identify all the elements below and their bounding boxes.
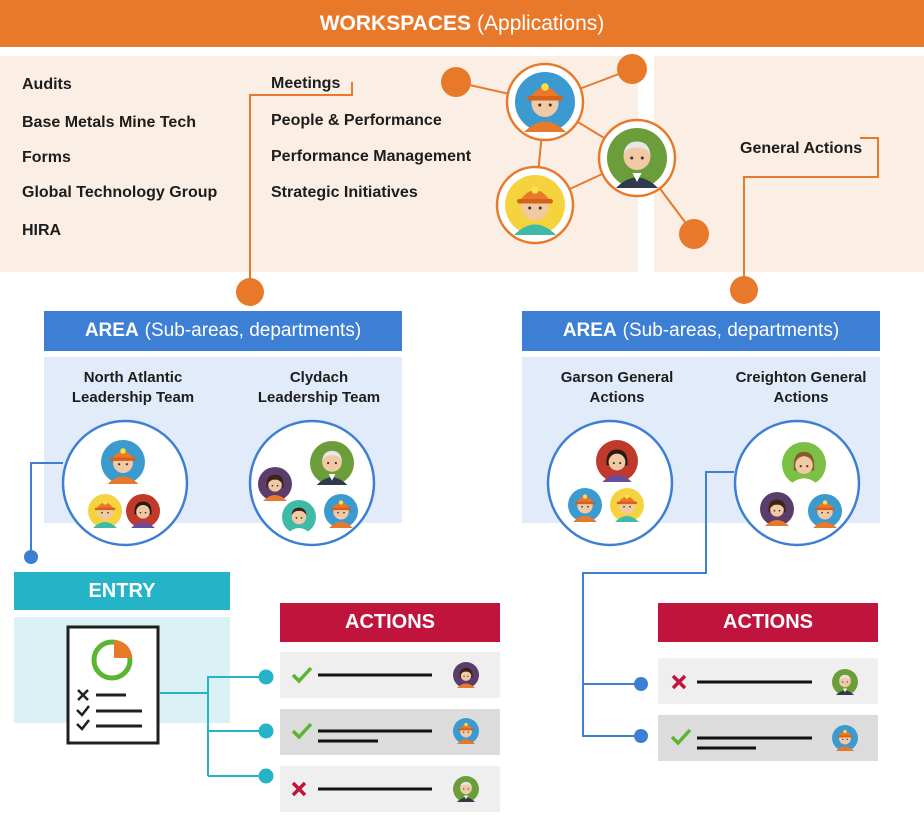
team-label: Creighton General Actions bbox=[735, 369, 867, 406]
team-circle-creighton bbox=[733, 419, 861, 547]
miner-avatar bbox=[88, 494, 122, 528]
miner-avatar bbox=[324, 494, 358, 528]
woman-avatar bbox=[782, 442, 826, 486]
workspaces-subtitle: (Applications) bbox=[477, 11, 605, 35]
workspace-item[interactable]: Audits bbox=[22, 76, 72, 93]
team-circle-garson bbox=[546, 419, 674, 547]
workspace-item[interactable]: HIRA bbox=[22, 222, 62, 239]
action-row-content-right-1 bbox=[671, 669, 858, 695]
workspace-item[interactable]: People & Performance bbox=[271, 112, 442, 129]
node-dot bbox=[258, 768, 274, 784]
workspace-item[interactable]: Meetings bbox=[271, 75, 341, 92]
area-subtitle: (Sub-areas, departments) bbox=[622, 320, 840, 341]
cross-icon bbox=[671, 674, 687, 690]
area-subtitle: (Sub-areas, departments) bbox=[144, 320, 362, 341]
miner-avatar bbox=[453, 718, 479, 744]
node-dot bbox=[634, 729, 648, 743]
elder-man-avatar bbox=[607, 128, 667, 188]
elder-man-avatar bbox=[453, 776, 479, 802]
miner-avatar bbox=[515, 72, 575, 132]
area-header-left: AREA (Sub-areas, departments) bbox=[44, 311, 402, 351]
elder-man-avatar bbox=[310, 441, 354, 485]
action-row-content-right-2 bbox=[670, 725, 858, 751]
action-row-content-left-1 bbox=[291, 662, 479, 688]
document-chart-icon bbox=[66, 625, 160, 745]
actions-header-left: ACTIONS bbox=[280, 603, 500, 642]
team-circle-north-atlantic bbox=[61, 419, 189, 547]
miner-avatar bbox=[505, 175, 565, 235]
person-avatar bbox=[282, 500, 316, 534]
elder-man-avatar bbox=[832, 669, 858, 695]
miner-avatar bbox=[101, 440, 145, 484]
cross-icon bbox=[291, 781, 307, 797]
node-dot bbox=[730, 276, 758, 304]
node-dot bbox=[236, 278, 264, 306]
workspace-item[interactable]: Base Metals Mine Tech bbox=[22, 114, 196, 131]
team-circle-clydach bbox=[248, 419, 376, 547]
actions-title: ACTIONS bbox=[345, 611, 435, 633]
node-dot bbox=[258, 723, 274, 739]
area-title: AREA bbox=[84, 320, 139, 341]
node-dot bbox=[258, 669, 274, 685]
workspace-item[interactable]: Forms bbox=[22, 149, 71, 166]
workspace-item[interactable]: Global Technology Group bbox=[22, 184, 218, 201]
node-dot bbox=[679, 219, 709, 249]
check-icon bbox=[291, 722, 313, 740]
actions-title: ACTIONS bbox=[723, 611, 813, 633]
connector-lines-teal bbox=[160, 669, 274, 784]
workspace-network bbox=[441, 54, 709, 249]
woman-avatar bbox=[760, 492, 794, 526]
area-title: AREA bbox=[562, 320, 617, 341]
entry-title: ENTRY bbox=[88, 579, 156, 602]
node-dot bbox=[441, 67, 471, 97]
check-icon bbox=[291, 666, 313, 684]
check-icon bbox=[670, 728, 692, 746]
purple-woman-avatar bbox=[453, 662, 479, 688]
node-dot bbox=[24, 550, 38, 564]
action-row-content-left-3 bbox=[291, 776, 479, 802]
workspace-item[interactable]: Strategic Initiatives bbox=[271, 184, 418, 201]
node-dot bbox=[617, 54, 647, 84]
workspace-item[interactable]: General Actions bbox=[740, 140, 863, 157]
woman-avatar bbox=[126, 494, 160, 528]
node-dot bbox=[634, 677, 648, 691]
team-label: Clydach Leadership Team bbox=[257, 369, 381, 406]
team-label: Garson General Actions bbox=[560, 369, 674, 406]
action-row-content-left-2 bbox=[291, 718, 479, 744]
workspace-item[interactable]: Performance Management bbox=[271, 148, 472, 165]
workspaces-title: WORKSPACES bbox=[319, 11, 472, 35]
miner-avatar bbox=[610, 488, 644, 522]
actions-header-right: ACTIONS bbox=[658, 603, 878, 642]
area-header-right: AREA (Sub-areas, departments) bbox=[522, 311, 880, 351]
woman-avatar bbox=[258, 467, 292, 501]
team-label: North Atlantic Leadership Team bbox=[71, 369, 195, 406]
miner-avatar bbox=[808, 494, 842, 528]
connector-lines-orange bbox=[236, 82, 879, 306]
miner-avatar bbox=[832, 725, 858, 751]
woman-avatar bbox=[596, 440, 638, 482]
miner-avatar bbox=[568, 488, 602, 522]
connector-lines-blue bbox=[24, 462, 734, 743]
entry-header: ENTRY bbox=[14, 572, 230, 610]
workspaces-header: WORKSPACES (Applications) bbox=[0, 0, 924, 47]
